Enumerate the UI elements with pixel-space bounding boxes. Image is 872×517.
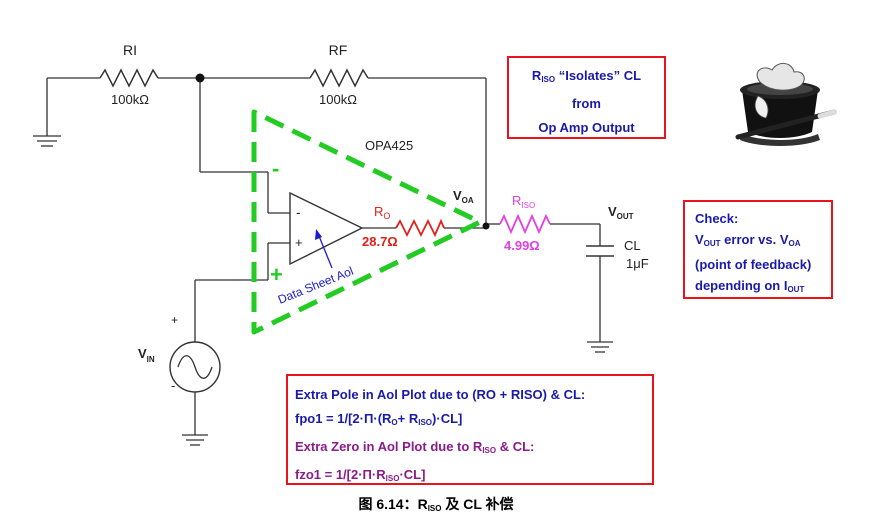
caption-sub: ISO — [427, 504, 442, 513]
opamp-triangle — [289, 191, 364, 266]
resistor-rf — [309, 68, 369, 88]
junction-node-voa — [482, 222, 490, 230]
riso-box-r: R — [531, 68, 542, 83]
label-voa-main: V — [453, 188, 462, 203]
label-ri-value: 100kΩ — [111, 92, 149, 107]
label-vin: VIN — [138, 346, 155, 364]
check-depending: depending on I — [695, 278, 788, 293]
label-vin-main: V — [138, 346, 147, 361]
ground-symbol-ri — [33, 78, 61, 147]
figure-caption: 图 6.14：RISO 及 CL 补偿 — [0, 494, 872, 514]
check-box-line-1: Check: — [695, 211, 739, 226]
ground-symbol-vin — [182, 434, 208, 446]
check-voa-sub: OA — [788, 239, 801, 248]
riso-box-line-1: RISO “Isolates” CL — [509, 64, 664, 92]
label-vin-sub: IN — [147, 355, 155, 364]
label-voa: VOA — [453, 188, 474, 205]
label-riso-value: 4.99Ω — [504, 238, 540, 253]
fpo1-part-c: )·CL] — [432, 411, 463, 426]
riso-box-line-2: from — [572, 96, 601, 111]
data-sheet-aol-arrow — [315, 229, 333, 269]
check-iout-sub: OUT — [787, 285, 805, 294]
check-box-line-4: depending on IOUT — [695, 275, 831, 300]
label-vout-sub: OUT — [617, 212, 634, 221]
fzo1-part-a: fzo1 = 1/[2·Π·R — [295, 467, 386, 482]
label-cl-value: 1μF — [626, 256, 649, 271]
label-ro-main: R — [374, 204, 383, 219]
label-ro-value: 28.7Ω — [362, 234, 398, 249]
label-riso: RISO — [512, 193, 535, 210]
caption-suffix: 及 CL 补偿 — [441, 496, 514, 512]
green-dashed-boundary — [251, 109, 483, 335]
capacitor-cl — [586, 245, 614, 257]
label-cl: CL — [624, 238, 641, 253]
label-opamp-name: OPA425 — [365, 138, 413, 153]
label-rf-value: 100kΩ — [319, 92, 357, 107]
check-vout-sub: OUT — [703, 239, 721, 248]
fpo1-part-a: fpo1 = 1/[2·Π·(R — [295, 411, 392, 426]
sine-wave-icon — [177, 355, 213, 379]
riso-box-line-3: Op Amp Output — [538, 120, 635, 135]
formula-line-4: fzo1 = 1/[2·Π·RISO·CL] — [295, 463, 652, 491]
fpo1-sub-o: O — [391, 418, 398, 427]
label-green-plus: + — [270, 262, 283, 287]
input-wires — [47, 77, 601, 435]
magic-hat-wand-icon — [735, 63, 837, 146]
formula-line-1: Extra Pole in Aol Plot due to (RO + RISO… — [295, 387, 586, 402]
check-vout-v: V — [695, 232, 704, 247]
riso-box-isolates: “Isolates” CL — [555, 68, 642, 83]
riso-box-iso-sub: ISO — [541, 75, 556, 84]
formula-line-2: fpo1 = 1/[2·Π·(RO+ RISO)·CL] — [295, 407, 652, 435]
label-riso-main: R — [512, 193, 521, 208]
formula-line-3: Extra Zero in Aol Plot due to RISO & CL: — [295, 435, 652, 463]
check-box-line-2: VOUT error vs. VOA — [695, 229, 831, 254]
fpo1-sub-iso: ISO — [418, 418, 433, 427]
check-box-line-3: (point of feedback) — [695, 257, 812, 272]
ground-symbol-cl — [587, 341, 613, 353]
label-green-minus: - — [272, 156, 279, 181]
label-ri: RI — [123, 42, 137, 58]
label-vin-minus: - — [171, 378, 175, 393]
junction-node-inverting — [195, 73, 205, 83]
label-inverting-sign: - — [296, 204, 301, 220]
zero-sub-iso: ISO — [482, 446, 497, 455]
check-box: Check: VOUT error vs. VOA (point of feed… — [683, 200, 833, 299]
caption-prefix: 图 6.14：R — [358, 496, 428, 512]
label-noninverting-sign: + — [295, 235, 303, 250]
zero-part-b: & CL: — [496, 439, 535, 454]
fzo1-part-b: ·CL] — [399, 467, 426, 482]
label-voa-sub: OA — [462, 196, 474, 205]
formula-box: Extra Pole in Aol Plot due to (RO + RISO… — [286, 374, 654, 485]
riso-isolates-box: RISO “Isolates” CL from Op Amp Output — [507, 56, 666, 139]
check-error-vs: error vs. V — [720, 232, 789, 247]
label-riso-sub: ISO — [521, 201, 535, 210]
fzo1-sub-iso: ISO — [385, 474, 400, 483]
zero-part-a: Extra Zero in Aol Plot due to R — [295, 439, 483, 454]
label-vout-main: V — [608, 204, 617, 219]
resistor-riso — [499, 213, 551, 235]
resistor-ri — [99, 68, 159, 88]
label-ro: RO — [374, 204, 390, 221]
fpo1-part-b: + R — [397, 411, 419, 426]
label-ro-sub: O — [383, 211, 390, 221]
label-rf: RF — [329, 42, 348, 58]
resistor-ro — [395, 218, 445, 238]
label-vout: VOUT — [608, 204, 634, 221]
label-vin-plus: + — [171, 313, 178, 327]
